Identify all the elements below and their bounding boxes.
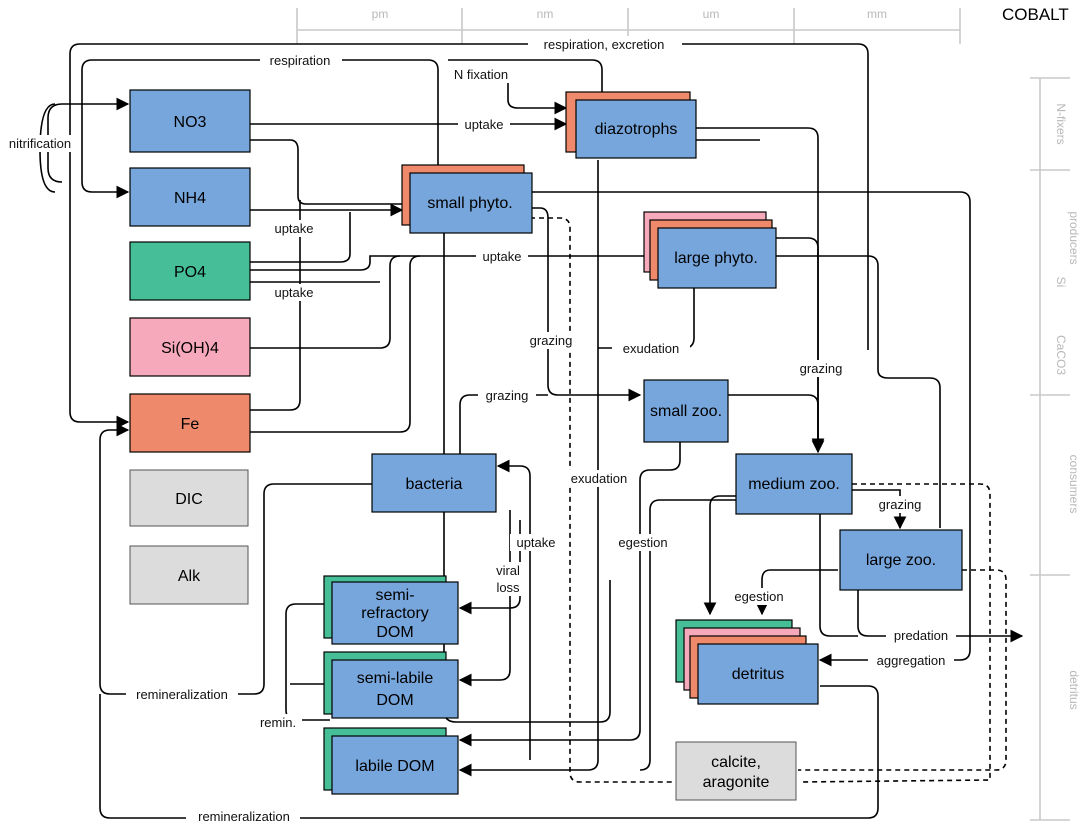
box-diazotrophs: diazotrophs — [565, 91, 697, 159]
group-label-producers: producers — [1067, 211, 1081, 264]
box-no3: NO3 — [129, 89, 251, 153]
box-sioh4-label: Si(OH)4 — [161, 340, 219, 357]
label-grazing-left: grazing — [486, 388, 529, 403]
group-label-caco3: CaCO3 — [1054, 335, 1068, 375]
group-axis: N-fixers producers Si CaCO3 consumers de… — [1030, 77, 1081, 821]
box-srdom-label-1: semi- — [375, 587, 414, 604]
box-no3-label: NO3 — [174, 114, 207, 131]
box-semi-refractory-dom: semi- refractory DOM — [323, 575, 459, 645]
label-exudation-large: exudation — [623, 341, 679, 356]
box-nh4: NH4 — [129, 167, 251, 227]
box-calcite-label-2: aragonite — [703, 774, 770, 791]
box-detritus: detritus — [675, 619, 819, 705]
box-detritus-label: detritus — [732, 666, 784, 683]
box-calcite-label-1: calcite, — [711, 754, 761, 771]
box-srdom-label-3: DOM — [376, 624, 413, 641]
box-labile-dom: labile DOM — [323, 727, 459, 795]
group-label-detritus: detritus — [1067, 670, 1081, 709]
box-large-phyto-label: large phyto. — [674, 250, 758, 267]
box-calcite-aragonite: calcite, aragonite — [675, 741, 797, 801]
box-alk-label: Alk — [178, 568, 201, 585]
box-small-zoo-label: small zoo. — [650, 403, 722, 420]
label-respiration-excretion: respiration, excretion — [544, 37, 665, 52]
label-uptake-bacteria: uptake — [516, 535, 555, 550]
diagram-title: COBALT — [1002, 5, 1069, 24]
label-uptake-top: uptake — [464, 117, 503, 132]
group-label-si: Si — [1054, 277, 1068, 288]
box-dic: DIC — [129, 469, 249, 527]
box-nh4-label: NH4 — [174, 190, 206, 207]
box-large-zoo-label: large zoo. — [866, 552, 936, 569]
label-remineralization-bottom: remineralization — [198, 809, 290, 824]
box-sldom-label-2: DOM — [376, 692, 413, 709]
scale-label-nm: nm — [537, 7, 554, 21]
label-grazing-medium: grazing — [879, 497, 922, 512]
label-aggregation: aggregation — [877, 653, 946, 668]
label-exudation-mid: exudation — [571, 471, 627, 486]
scale-label-um: um — [703, 7, 720, 21]
box-fe: Fe — [129, 393, 251, 453]
box-po4-label: PO4 — [174, 264, 206, 281]
label-remineralization-left: remineralization — [136, 687, 228, 702]
label-grazing-small: grazing — [530, 333, 573, 348]
label-n-fixation: N fixation — [454, 67, 508, 82]
box-bacteria: bacteria — [371, 453, 497, 513]
box-sioh4: Si(OH)4 — [129, 317, 251, 377]
box-dic-label: DIC — [175, 491, 203, 508]
label-uptake-fe: uptake — [274, 285, 313, 300]
flow-labels: respiration, excretion respiration N fix… — [2, 36, 956, 825]
label-egestion-large: egestion — [734, 589, 783, 604]
group-label-consumers: consumers — [1067, 455, 1081, 514]
box-srdom-label-2: refractory — [361, 605, 429, 622]
scale-label-mm: mm — [867, 7, 887, 21]
box-diazotrophs-label: diazotrophs — [595, 121, 678, 138]
box-medium-zoo: medium zoo. — [735, 453, 853, 515]
box-large-phyto: large phyto. — [643, 211, 777, 289]
label-viral-loss-2: loss — [496, 580, 520, 595]
group-label-n-fixers: N-fixers — [1054, 103, 1068, 144]
box-po4: PO4 — [129, 241, 251, 301]
box-alk: Alk — [129, 545, 249, 605]
box-large-zoo: large zoo. — [839, 529, 963, 591]
box-small-phyto: small phyto. — [401, 164, 533, 234]
box-semi-labile-dom: semi-labile DOM — [323, 651, 459, 719]
box-fe-label: Fe — [181, 416, 200, 433]
label-viral-loss-1: viral — [496, 563, 520, 578]
label-remin: remin. — [260, 715, 296, 730]
label-nitrification: nitrification — [9, 136, 71, 151]
label-predation: predation — [894, 628, 948, 643]
label-uptake-left: uptake — [274, 221, 313, 236]
box-small-phyto-label: small phyto. — [427, 195, 512, 212]
box-labile-dom-label: labile DOM — [355, 758, 434, 775]
label-respiration: respiration — [270, 53, 331, 68]
label-egestion-medium: egestion — [618, 535, 667, 550]
size-scale-axis: pm nm um mm — [296, 7, 961, 44]
label-uptake-mid: uptake — [482, 249, 521, 264]
box-small-zoo: small zoo. — [643, 379, 729, 443]
box-medium-zoo-label: medium zoo. — [748, 476, 840, 493]
box-sldom-label-1: semi-labile — [357, 670, 434, 687]
box-bacteria-label: bacteria — [406, 476, 463, 493]
scale-label-pm: pm — [372, 7, 389, 21]
label-grazing-large: grazing — [800, 361, 843, 376]
